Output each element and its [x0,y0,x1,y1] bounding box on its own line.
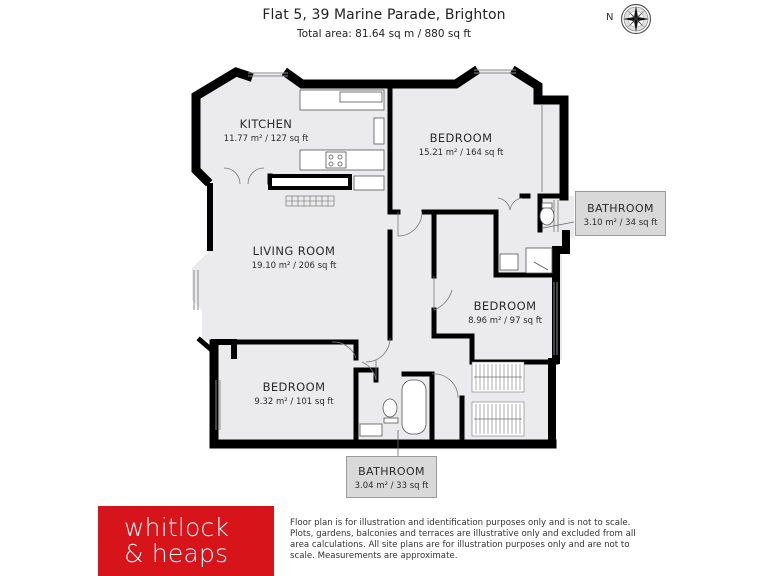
fireplace [285,195,335,207]
sanitaryware [359,202,555,437]
door-swings [223,167,523,399]
room-callout-bathroom-2: BATHROOM 3.04 m² / 33 sq ft [346,456,437,498]
north-label: N [606,12,614,23]
disclaimer-text: Floor plan is for illustration and ident… [290,518,636,561]
room-label-bedroom-2: BEDROOM 8.96 m² / 97 sq ft [468,299,542,326]
total-area: Total area: 81.64 sq m / 880 sq ft [297,28,471,40]
callout-leaders [397,221,575,456]
property-title: Flat 5, 39 Marine Parade, Brighton [262,7,506,23]
room-label-bedroom-3: BEDROOM 9.32 m² / 101 sq ft [254,380,334,407]
staircase [471,361,525,437]
kitchen-units [299,89,385,191]
room-label-main-bedroom: BEDROOM 15.21 m² / 164 sq ft [418,131,504,158]
agency-logo: whitlock & heaps [98,506,274,576]
room-label-living-room: LIVING ROOM 19.10 m² / 206 sq ft [251,244,337,271]
walls [191,65,570,449]
inner-walls [231,81,567,441]
room-label-kitchen: KITCHEN 11.77 m² / 127 sq ft [223,117,309,144]
compass-rose-icon [620,3,652,35]
chimney-breast [268,174,352,190]
compass: N [606,3,658,35]
windows [193,69,559,430]
room-callout-bathroom-1: BATHROOM 3.10 m² / 34 sq ft [575,191,666,236]
